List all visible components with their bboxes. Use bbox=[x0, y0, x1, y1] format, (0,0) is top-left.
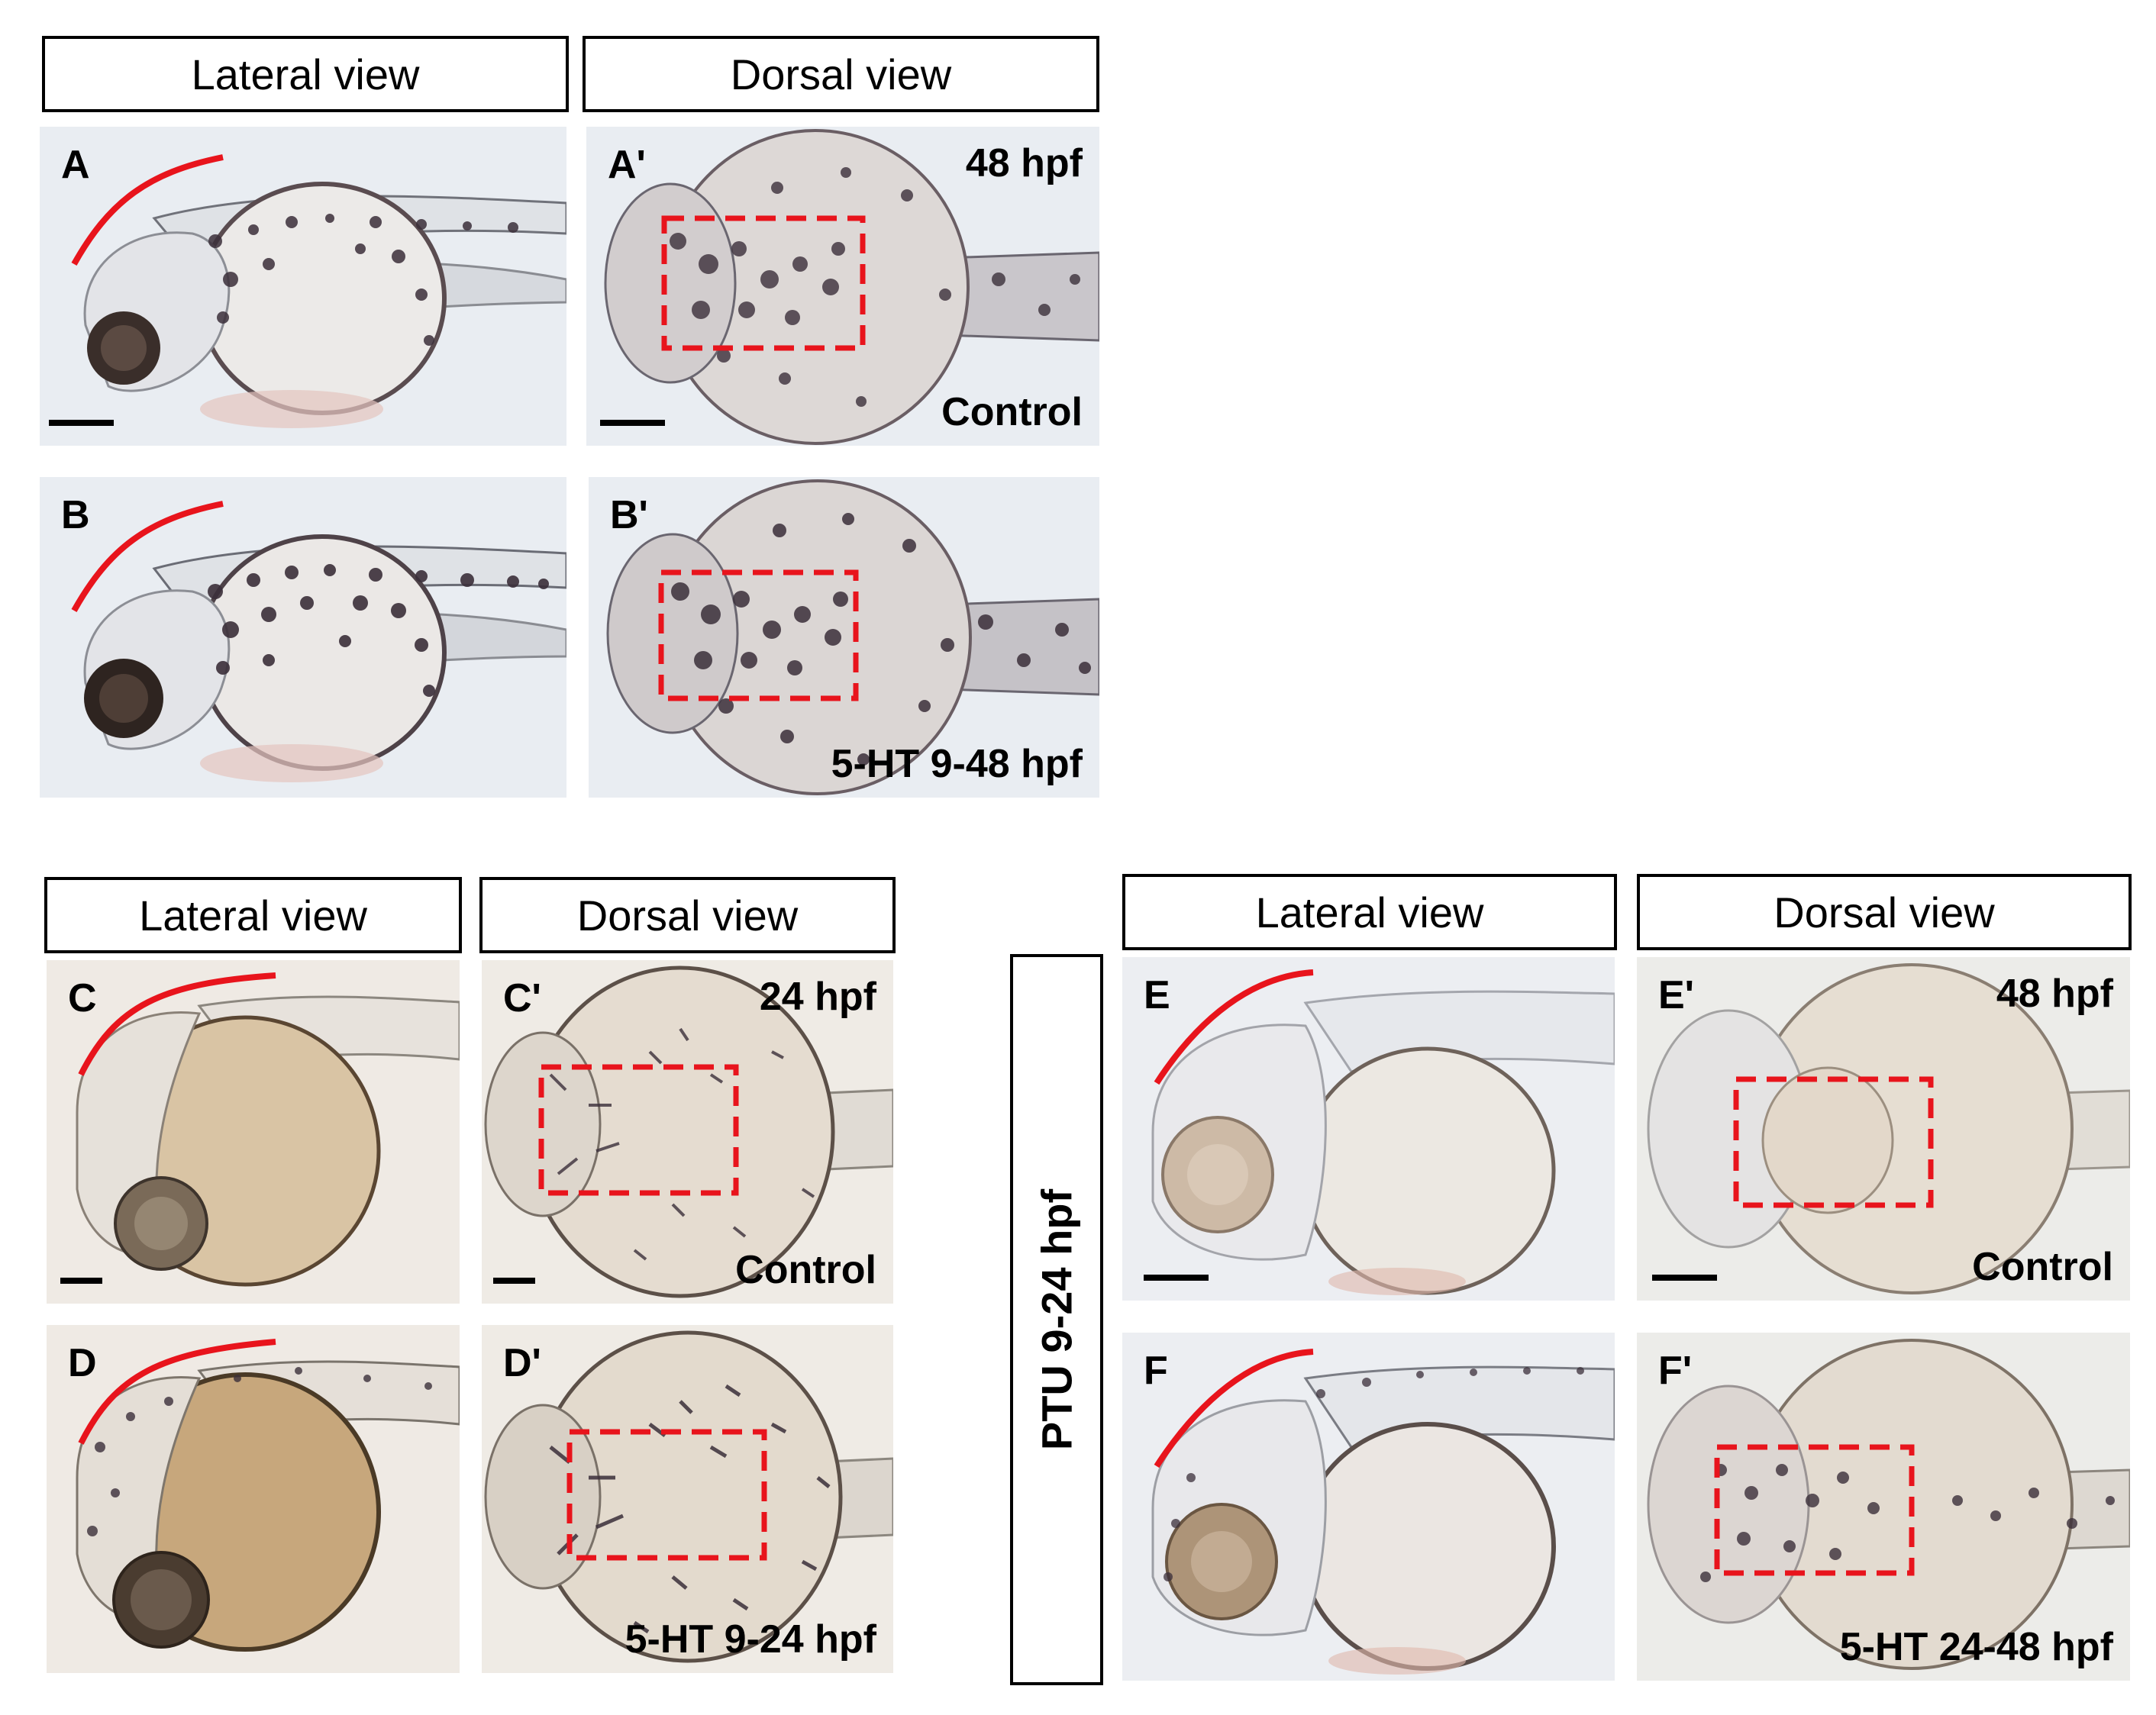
panel-letter-e: E bbox=[1144, 973, 1170, 1017]
stage-label: 48 hpf bbox=[965, 141, 1083, 185]
header-lateral-view-top: Lateral view bbox=[42, 36, 569, 112]
stage-label: 48 hpf bbox=[1996, 972, 2113, 1016]
header-dorsal-view-left: Dorsal view bbox=[479, 877, 896, 953]
embryo-dorsal-image bbox=[484, 1330, 893, 1663]
embryo-dorsal-image bbox=[1647, 963, 2130, 1294]
scale-bar bbox=[600, 420, 665, 426]
embryo-lateral-image bbox=[71, 154, 566, 428]
scale-bar bbox=[60, 1278, 102, 1284]
panel-letter-b-prime: B' bbox=[610, 493, 648, 537]
header-dorsal-view-right: Dorsal view bbox=[1637, 874, 2132, 950]
panel-b-prime-dorsal-5ht-9-48hpf: B' 5-HT 9-48 hpf bbox=[589, 477, 1099, 798]
panel-f-lateral-5ht-24-48hpf-ptu: F bbox=[1122, 1333, 1615, 1681]
panel-letter-a-prime: A' bbox=[608, 143, 646, 187]
scale-bar bbox=[49, 420, 114, 426]
panel-letter-c-prime: C' bbox=[503, 976, 541, 1020]
scale-bar bbox=[1652, 1275, 1717, 1281]
panel-a-lateral-control-48hpf: A bbox=[40, 127, 566, 446]
panel-c-prime-dorsal-control-24hpf: C' 24 hpf Control bbox=[482, 960, 893, 1304]
ptu-treatment-label-box: PTU 9-24 hpf bbox=[1010, 954, 1103, 1685]
panel-letter-a: A bbox=[61, 143, 90, 187]
condition-label: 5-HT 9-24 hpf bbox=[625, 1617, 876, 1662]
condition-label: Control bbox=[941, 390, 1083, 434]
embryo-lateral-image bbox=[1151, 969, 1615, 1295]
panel-d-prime-dorsal-5ht-9-24hpf: D' 5-HT 9-24 hpf bbox=[482, 1325, 893, 1673]
panel-f-prime-dorsal-5ht-24-48hpf-ptu: F' 5-HT 24-48 hpf bbox=[1637, 1333, 2130, 1681]
header-lateral-view-right: Lateral view bbox=[1122, 874, 1617, 950]
panel-e-lateral-control-ptu: E bbox=[1122, 957, 1615, 1301]
scale-bar bbox=[493, 1278, 535, 1284]
panel-letter-d-prime: D' bbox=[503, 1341, 541, 1385]
panel-letter-d: D bbox=[68, 1341, 97, 1385]
condition-label: 5-HT 24-48 hpf bbox=[1839, 1625, 2113, 1669]
embryo-lateral-image bbox=[76, 1339, 460, 1652]
header-lateral-view-left: Lateral view bbox=[44, 877, 462, 953]
embryo-dorsal-image bbox=[606, 479, 1099, 795]
panel-letter-f-prime: F' bbox=[1658, 1349, 1693, 1393]
embryo-dorsal-image bbox=[1647, 1339, 2130, 1670]
stage-label: 24 hpf bbox=[759, 975, 876, 1019]
scale-bar bbox=[1144, 1275, 1209, 1281]
panel-a-prime-dorsal-control-48hpf: A' 48 hpf Control bbox=[586, 127, 1099, 446]
condition-label: 5-HT 9-48 hpf bbox=[831, 742, 1083, 786]
ptu-treatment-label: PTU 9-24 hpf bbox=[1032, 1188, 1081, 1451]
panel-letter-c: C bbox=[68, 976, 97, 1020]
panel-e-prime-dorsal-control-ptu: E' 48 hpf Control bbox=[1637, 957, 2130, 1301]
panel-letter-b: B bbox=[61, 493, 90, 537]
embryo-dorsal-image bbox=[484, 965, 893, 1298]
condition-label: Control bbox=[1972, 1245, 2113, 1289]
panel-c-lateral-control-24hpf: C bbox=[47, 960, 460, 1304]
embryo-dorsal-image bbox=[604, 129, 1099, 445]
embryo-lateral-image bbox=[76, 972, 460, 1287]
panel-b-lateral-5ht-9-48hpf: B bbox=[40, 477, 566, 798]
embryo-lateral-image bbox=[71, 501, 566, 782]
embryo-lateral-image bbox=[1151, 1349, 1615, 1675]
panel-d-lateral-5ht-9-24hpf: D bbox=[47, 1325, 460, 1673]
condition-label: Control bbox=[735, 1248, 876, 1292]
header-dorsal-view-top: Dorsal view bbox=[583, 36, 1099, 112]
panel-letter-f: F bbox=[1144, 1349, 1168, 1393]
panel-letter-e-prime: E' bbox=[1658, 973, 1695, 1017]
